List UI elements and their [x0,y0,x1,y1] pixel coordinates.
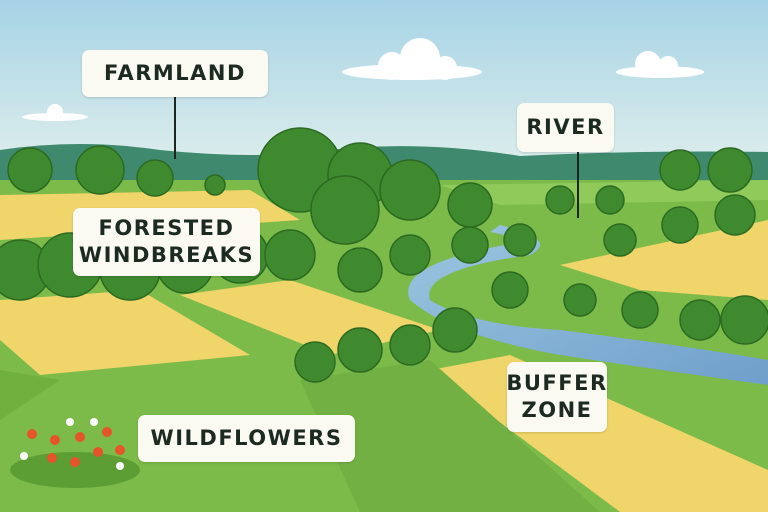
wildflowers-patch [10,418,140,488]
clouds [22,38,704,121]
tree-clusters [0,127,768,383]
farmland-leader-line [174,97,176,159]
river [408,225,768,385]
river-label: RIVER [517,103,614,152]
wildflowers-label: WILDFLOWERS [138,415,355,462]
buffer-zone-label: BUFFER ZONE [506,362,607,432]
forested-windbreaks-label: FORESTED WINDBREAKS [73,208,260,276]
river-leader-line [577,152,579,218]
farmland-label: FARMLAND [82,50,268,97]
